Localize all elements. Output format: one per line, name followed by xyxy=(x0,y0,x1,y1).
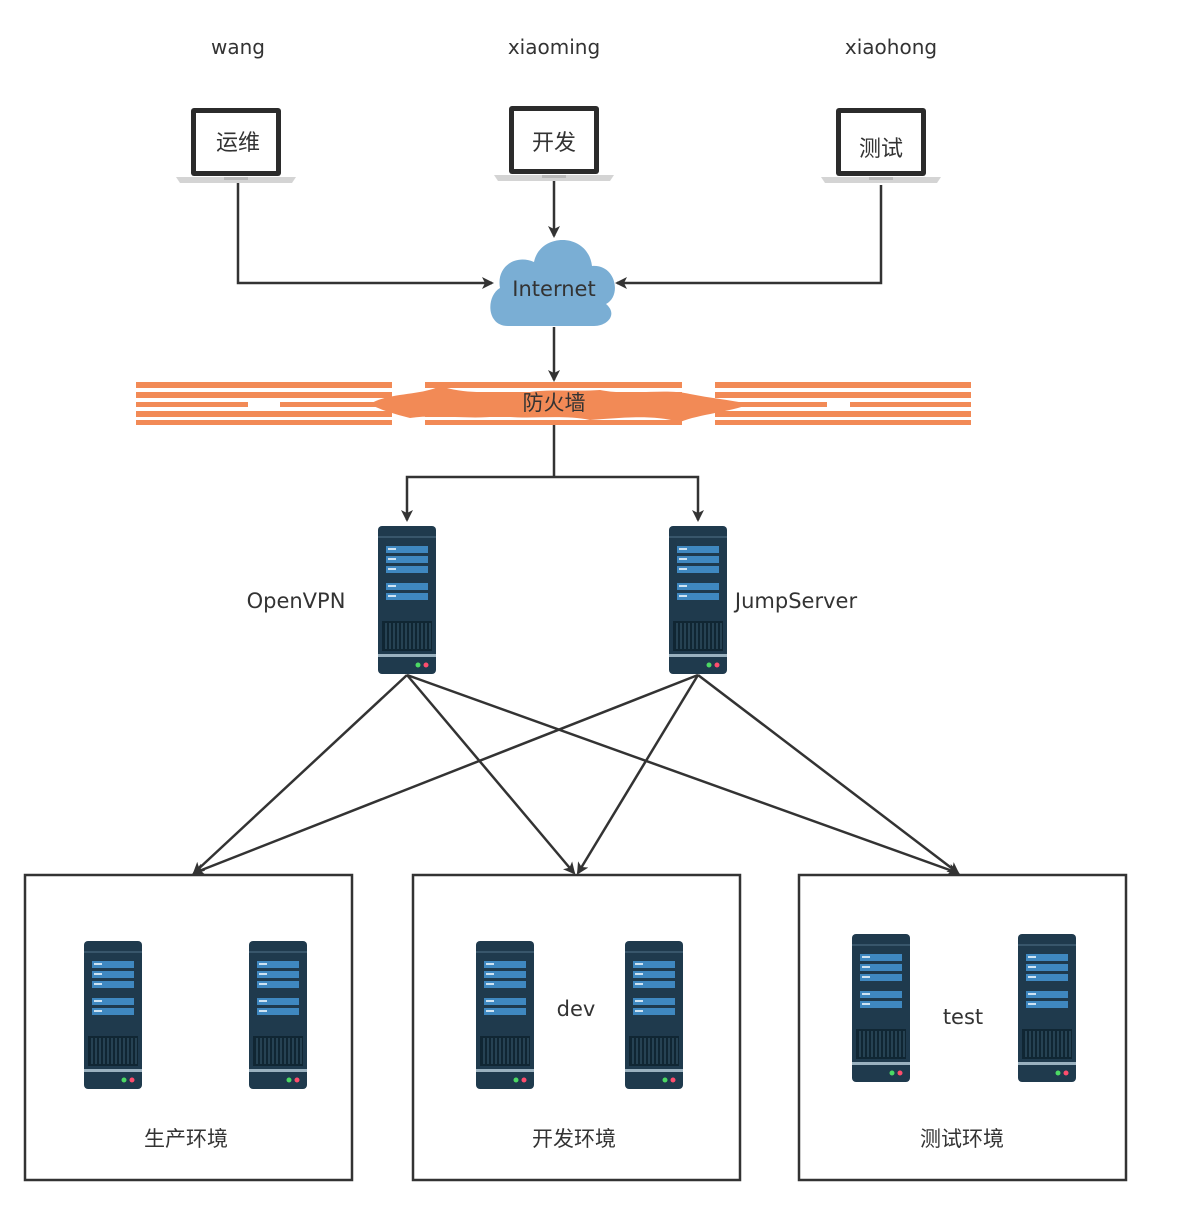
link-to-jumpserver xyxy=(554,475,704,522)
env-development: dev 开发环境 xyxy=(411,873,742,1182)
server-icon xyxy=(475,940,535,1090)
link-wang-internet xyxy=(236,181,494,289)
user-name: xiaoming xyxy=(508,35,600,59)
openvpn-server: OpenVPN xyxy=(247,525,437,675)
user-role: 开发 xyxy=(532,131,576,156)
user-xiaoming: xiaoming 开发 xyxy=(494,35,614,181)
user-wang: wang 运维 xyxy=(176,35,296,183)
user-name: wang xyxy=(211,35,265,59)
env-testing: test 测试环境 xyxy=(797,873,1128,1182)
server-icon xyxy=(83,940,143,1090)
env-label: 开发环境 xyxy=(532,1127,616,1151)
link-xiaohong-internet xyxy=(615,185,883,289)
link-jumpserver-prod xyxy=(192,673,699,875)
internet-cloud: Internet xyxy=(490,239,615,326)
user-xiaohong: xiaohong 测试 xyxy=(821,35,941,183)
server-icon xyxy=(248,940,308,1090)
connections xyxy=(192,181,960,876)
env-label: 测试环境 xyxy=(920,1127,1004,1151)
user-role: 运维 xyxy=(216,131,260,156)
link-jumpserver-test xyxy=(697,674,960,875)
env-production: 生产环境 xyxy=(23,873,354,1182)
firewall-label: 防火墙 xyxy=(523,391,586,415)
server-icon xyxy=(377,525,437,675)
env-box xyxy=(411,873,742,1182)
env-tag: test xyxy=(943,1005,983,1029)
jumpserver-label: JumpServer xyxy=(733,589,858,613)
user-role: 测试 xyxy=(859,137,903,162)
cloud-icon xyxy=(490,239,615,326)
link-jumpserver-dev xyxy=(576,674,700,875)
openvpn-label: OpenVPN xyxy=(247,589,346,613)
firewall-icon xyxy=(136,382,971,425)
env-tag: dev xyxy=(557,997,596,1021)
link-openvpn-test xyxy=(406,673,960,876)
link-openvpn-prod xyxy=(192,674,408,875)
user-name: xiaohong xyxy=(845,35,937,59)
server-icon xyxy=(668,525,728,675)
firewall: 防火墙 xyxy=(136,382,971,425)
jumpserver-server: JumpServer xyxy=(668,525,858,675)
link-openvpn-dev xyxy=(406,674,576,875)
internet-label: Internet xyxy=(512,277,595,301)
server-icon xyxy=(1017,933,1077,1083)
server-icon xyxy=(624,940,684,1090)
env-label: 生产环境 xyxy=(144,1127,228,1151)
link-to-openvpn xyxy=(401,475,554,522)
server-icon xyxy=(851,933,911,1083)
